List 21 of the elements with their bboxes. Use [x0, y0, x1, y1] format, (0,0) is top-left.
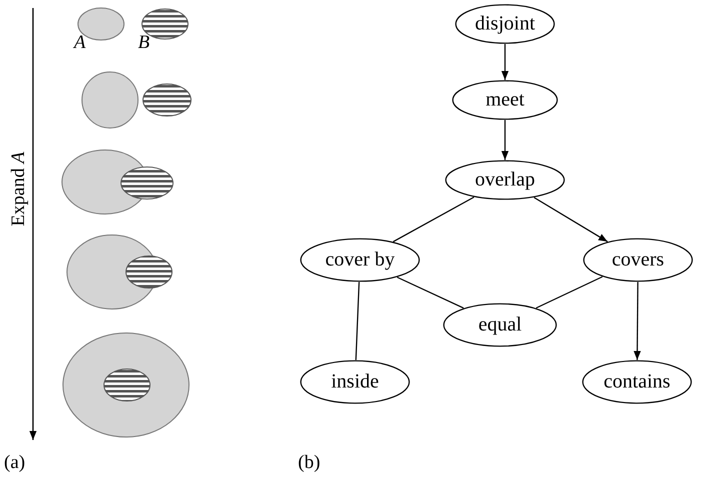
axis-label: Expand A [8, 152, 30, 226]
arrow [501, 44, 509, 80]
connector-line [392, 196, 474, 242]
relation-ellipse: covers [583, 238, 693, 282]
arrow [501, 120, 509, 160]
relation-ellipse: disjoint [455, 4, 555, 44]
relation-ellipse: inside [300, 360, 410, 404]
connector-line [355, 282, 360, 360]
connector-line [536, 276, 603, 309]
relation-ellipse: meet [452, 80, 558, 120]
panel-label: (b) [298, 452, 320, 474]
panel-label: (a) [4, 452, 26, 474]
region-label: B [138, 32, 150, 54]
relation-ellipse: overlap [445, 160, 565, 200]
region-label: A [74, 32, 86, 54]
relation-ellipse: contains [582, 360, 692, 404]
arrow [634, 282, 641, 360]
connector-line [396, 276, 464, 309]
relation-ellipse: cover by [300, 238, 420, 282]
relation-ellipse: equal [443, 303, 557, 347]
arrow [534, 196, 608, 242]
